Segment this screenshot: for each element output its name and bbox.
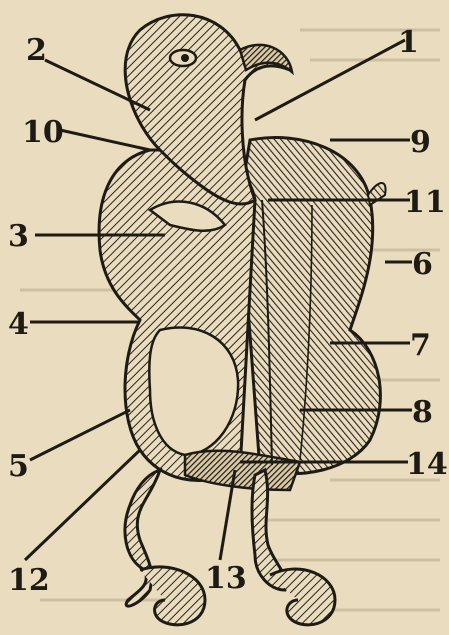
label-13: 13 xyxy=(205,561,247,596)
tail-tuft xyxy=(368,183,386,205)
label-11: 11 xyxy=(404,185,446,220)
leader-12 xyxy=(25,450,140,560)
eye xyxy=(170,50,196,66)
label-2: 2 xyxy=(26,33,47,68)
label-9: 9 xyxy=(410,125,431,160)
left-foot xyxy=(140,567,205,625)
label-1: 1 xyxy=(398,25,419,60)
label-4: 4 xyxy=(8,307,29,342)
label-8: 8 xyxy=(412,395,433,430)
label-12: 12 xyxy=(8,563,50,598)
label-3: 3 xyxy=(8,219,29,254)
right-foot xyxy=(270,569,335,625)
label-7: 7 xyxy=(410,328,431,363)
label-14: 14 xyxy=(406,447,448,482)
beak xyxy=(240,45,292,72)
label-5: 5 xyxy=(8,449,29,484)
leader-5 xyxy=(30,410,130,460)
label-10: 10 xyxy=(22,115,64,150)
leader-10 xyxy=(60,130,150,150)
label-6: 6 xyxy=(412,247,433,282)
